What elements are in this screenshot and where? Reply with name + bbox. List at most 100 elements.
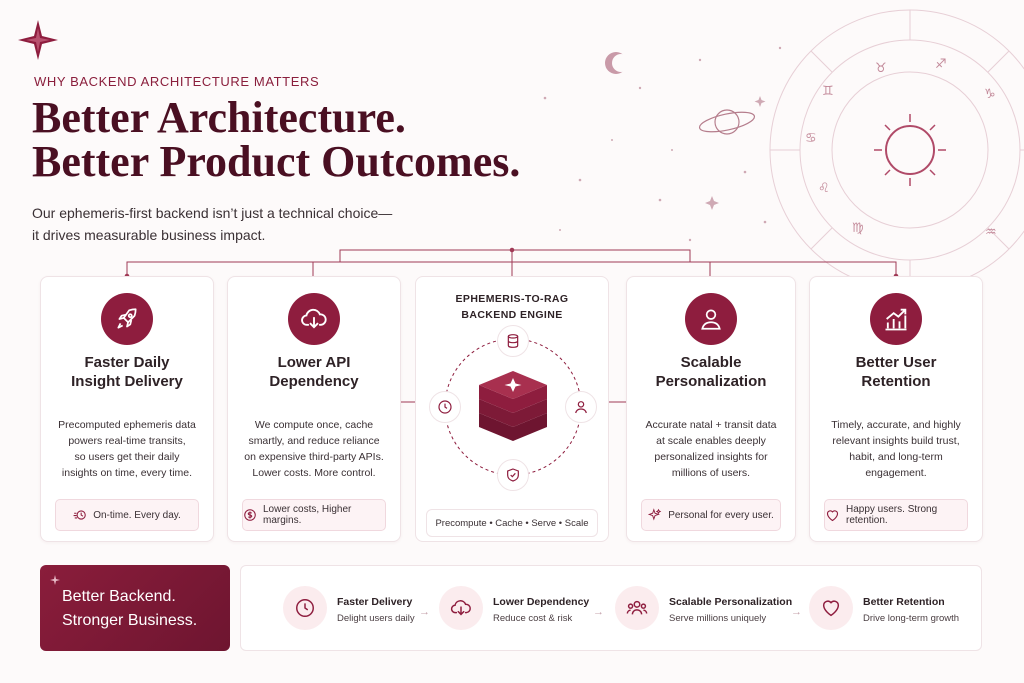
svg-text:♐: ♐ [935, 57, 947, 72]
subtitle-line-1: Our ephemeris-first backend isn’t just a… [32, 205, 393, 221]
card-text-line: insights on time, every time. [61, 467, 193, 479]
step-title: Scalable Personalization [669, 596, 793, 608]
step-subtitle: Delight users daily [337, 613, 415, 624]
shield-check-icon [497, 459, 529, 491]
step-subtitle: Serve millions uniquely [669, 613, 767, 624]
page-title-line-2: Better Product Outcomes. [32, 137, 521, 186]
card-title-line-2: Insight Delivery [71, 373, 183, 390]
svg-text:♌: ♌ [818, 181, 830, 196]
outcome-steps-strip: Faster Delivery Delight users daily → Lo… [240, 565, 982, 651]
step-title: Better Retention [863, 596, 945, 608]
heart-icon [809, 586, 853, 630]
page-title: Better Architecture. Better Product Outc… [32, 96, 552, 184]
engine-title: EPHEMERIS-TO-RAG BACKEND ENGINE [416, 291, 608, 323]
card-description: Timely, accurate, and highly relevant in… [824, 417, 968, 481]
card-title: Faster Daily Insight Delivery [41, 353, 213, 391]
card-title-line-1: Lower API [277, 354, 351, 371]
dollar-icon [244, 509, 256, 521]
card-description: Precomputed ephemeris data powers real-t… [55, 417, 199, 481]
stars [543, 46, 782, 242]
svg-text:♒: ♒ [985, 225, 997, 240]
arrow-right-icon: → [593, 606, 604, 618]
zodiac-glyphs: ♉♐♑ ♊♋♌ ♍♒ [805, 57, 997, 240]
user-icon [685, 293, 737, 345]
zodiac-wheel-icon [769, 9, 1024, 291]
step-title: Lower Dependency [493, 596, 590, 608]
planet-icon [698, 109, 756, 135]
card-badge: On-time. Every day. [55, 499, 199, 531]
server-stack-icon [479, 371, 547, 441]
step-subtitle: Reduce cost & risk [493, 613, 573, 624]
card-title-line-1: Better User [855, 354, 937, 371]
card-description: We compute once, cache smartly, and redu… [242, 417, 386, 481]
card-badge: Personal for every user. [641, 499, 781, 531]
svg-text:♍: ♍ [852, 221, 864, 236]
card-badge-label: Lower costs, Higher margins. [263, 504, 352, 526]
card-title-line-1: Scalable [680, 354, 742, 371]
summary-banner: Better Backend. Stronger Business. [40, 565, 230, 651]
card-better-user-retention: Better User Retention Timely, accurate, … [809, 276, 983, 542]
card-description: Accurate natal + transit data at scale e… [641, 417, 781, 481]
card-badge-label: Personal for every user. [668, 509, 774, 521]
card-badge-label: On-time. Every day. [93, 509, 181, 521]
step-title: Faster Delivery [337, 596, 413, 608]
svg-text:♋: ♋ [805, 131, 817, 146]
rocket-icon [101, 293, 153, 345]
banner-line-1: Better Backend. [62, 588, 176, 605]
page-title-line-1: Better Architecture. [32, 93, 406, 142]
growth-chart-icon [870, 293, 922, 345]
card-text-line: engagement. [865, 467, 927, 479]
clock-icon [429, 391, 461, 423]
subtitle-line-2: it drives measurable business impact. [32, 227, 266, 243]
sparkle-icon [50, 575, 60, 585]
engine-footer-pill: Precompute • Cache • Serve • Scale [426, 509, 598, 537]
heart-icon [826, 509, 839, 521]
engine-title-line-2: BACKEND ENGINE [461, 309, 563, 321]
card-faster-daily-insight: Faster Daily Insight Delivery Precompute… [40, 276, 214, 542]
card-text-line: Accurate natal + transit data [645, 419, 777, 431]
page-subtitle: Our ephemeris-first backend isn’t just a… [32, 202, 452, 246]
card-text-line: personalized insights for [654, 451, 768, 463]
eyebrow-label: WHY BACKEND ARCHITECTURE MATTERS [34, 74, 320, 89]
card-text-line: habit, and long-term [849, 451, 943, 463]
sparkle-icon [648, 508, 662, 521]
card-text-line: We compute once, cache [254, 419, 374, 431]
card-badge-label: Happy users. Strong retention. [846, 504, 938, 526]
banner-line-2: Stronger Business. [62, 612, 198, 629]
card-lower-api-dependency: Lower API Dependency We compute once, ca… [227, 276, 401, 542]
backend-engine-card: EPHEMERIS-TO-RAG BACKEND ENGINE Precompu… [415, 276, 609, 542]
database-icon [497, 325, 529, 357]
card-text-line: Precomputed ephemeris data [58, 419, 196, 431]
card-text-line: so users get their daily [74, 451, 180, 463]
arrow-right-icon: → [419, 606, 430, 618]
card-text-line: relevant insights build trust, [832, 435, 960, 447]
compass-star-logo [18, 20, 58, 60]
svg-text:♑: ♑ [984, 87, 996, 102]
card-badge: Lower costs, Higher margins. [242, 499, 386, 531]
card-title-line-2: Dependency [269, 373, 359, 390]
card-title: Better User Retention [810, 353, 982, 391]
card-title: Scalable Personalization [627, 353, 795, 391]
engine-orbit [444, 338, 582, 476]
card-text-line: millions of users. [671, 467, 751, 479]
card-title-line-2: Personalization [655, 373, 767, 390]
engine-title-line-1: EPHEMERIS-TO-RAG [455, 293, 569, 305]
card-title: Lower API Dependency [228, 353, 400, 391]
card-badge: Happy users. Strong retention. [824, 499, 968, 531]
clock-icon [283, 586, 327, 630]
cloud-download-icon [439, 586, 483, 630]
arrow-right-icon: → [791, 606, 802, 618]
card-text-line: at scale enables deeply [656, 435, 766, 447]
step-subtitle: Drive long-term growth [863, 613, 960, 624]
sun-icon [874, 114, 946, 186]
card-title-line-2: Retention [861, 373, 931, 390]
card-text-line: powers real-time transits, [68, 435, 186, 447]
card-scalable-personalization: Scalable Personalization Accurate natal … [626, 276, 796, 542]
cloud-download-icon [288, 293, 340, 345]
fast-clock-icon [73, 510, 86, 520]
card-text-line: Timely, accurate, and highly [831, 419, 961, 431]
card-text-line: Lower costs. More control. [252, 467, 376, 479]
users-icon [615, 586, 659, 630]
svg-text:♊: ♊ [822, 84, 834, 99]
